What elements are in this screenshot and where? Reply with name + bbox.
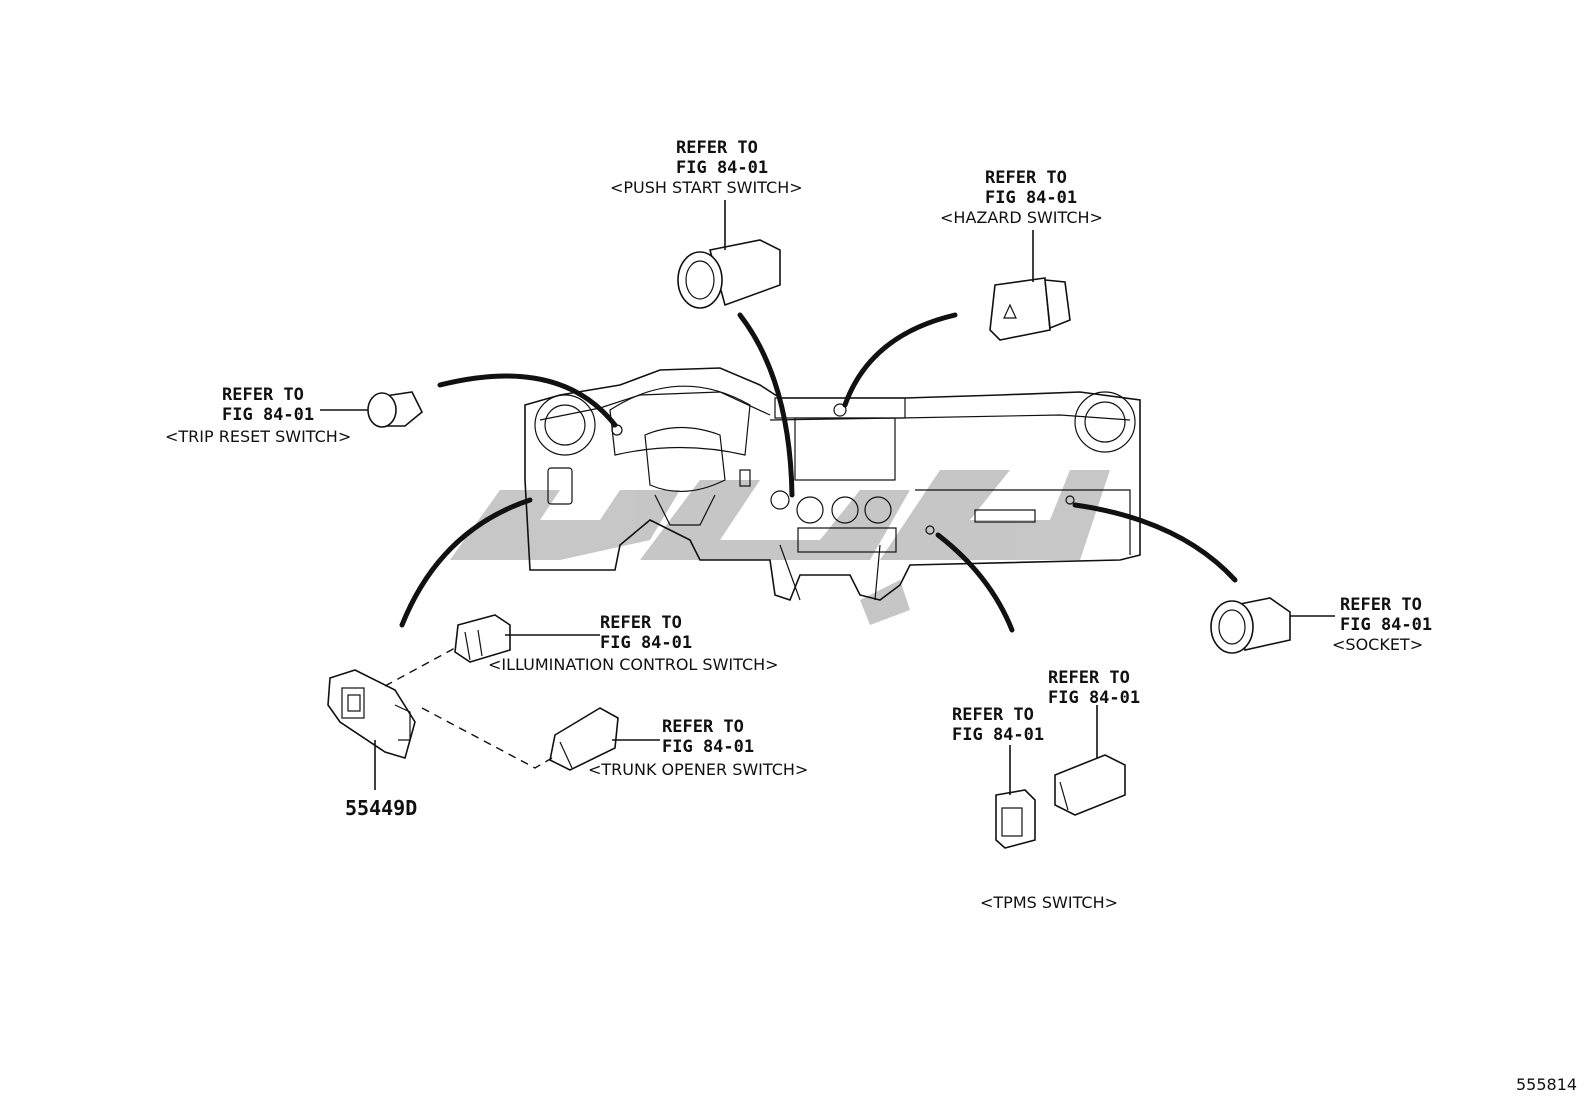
push-start-refer: REFER TO [676, 138, 758, 158]
socket-caption: <SOCKET> [1332, 635, 1423, 654]
illumination-dash-leader [384, 647, 456, 687]
trip-reset-refer: REFER TO [222, 385, 304, 405]
hazard-switch [989, 230, 1071, 341]
illumination-refer: REFER TO [600, 613, 682, 633]
tpms-caption: <TPMS SWITCH> [980, 893, 1118, 912]
trunk-opener-caption: <TRUNK OPENER SWITCH> [588, 760, 808, 779]
pointer-arc-socket [1072, 502, 1238, 583]
push-start-caption: <PUSH START SWITCH> [610, 178, 803, 197]
socket-callout: REFER TO FIG 84-01 <SOCKET> [1332, 595, 1432, 654]
pointer-arc-push [737, 312, 795, 498]
illumination-control-switch [454, 614, 600, 663]
switch-bracket [327, 669, 416, 790]
tpms-right-fig: FIG 84-01 [1048, 688, 1140, 708]
trip-reset-caption: <TRIP RESET SWITCH> [165, 427, 351, 446]
diagram-number: 555814 [1516, 1075, 1577, 1094]
trip-reset-switch [320, 391, 424, 428]
hazard-fig: FIG 84-01 [985, 188, 1077, 208]
trunk-opener-dash-leader [421, 707, 553, 769]
illumination-callout: REFER TO FIG 84-01 <ILLUMINATION CONTROL… [488, 613, 779, 674]
push-start-callout: REFER TO FIG 84-01 <PUSH START SWITCH> [610, 138, 803, 197]
push-start-switch [677, 200, 781, 309]
trunk-opener-fig: FIG 84-01 [662, 737, 754, 757]
part-number-label: 55449D [345, 796, 417, 820]
pointer-arc-tpms [935, 532, 1015, 633]
hazard-callout: REFER TO FIG 84-01 <HAZARD SWITCH> [940, 168, 1103, 227]
trunk-opener-refer: REFER TO [662, 717, 744, 737]
socket-refer: REFER TO [1340, 595, 1422, 615]
trip-reset-fig: FIG 84-01 [222, 405, 314, 425]
tpms-callout-left: REFER TO FIG 84-01 [952, 705, 1044, 745]
pointer-arc-hazard [842, 312, 958, 408]
tpms-callout-right: REFER TO FIG 84-01 [1048, 668, 1140, 708]
dashboard-assembly [524, 367, 1141, 601]
pointer-arc-trip [437, 373, 618, 428]
socket-fig: FIG 84-01 [1340, 615, 1432, 635]
hazard-refer: REFER TO [985, 168, 1067, 188]
trip-reset-callout: REFER TO FIG 84-01 <TRIP RESET SWITCH> [165, 385, 351, 446]
socket [1210, 597, 1335, 654]
hazard-caption: <HAZARD SWITCH> [940, 208, 1103, 227]
pointer-arc-left [399, 497, 533, 628]
illumination-fig: FIG 84-01 [600, 633, 692, 653]
tpms-left-fig: FIG 84-01 [952, 725, 1044, 745]
illumination-caption: <ILLUMINATION CONTROL SWITCH> [488, 655, 779, 674]
trunk-opener-switch [549, 707, 660, 771]
trunk-opener-callout: REFER TO FIG 84-01 <TRUNK OPENER SWITCH> [588, 717, 808, 779]
tpms-switch-left [995, 745, 1036, 849]
watermark-logo [450, 470, 1110, 625]
hazard-triangle-icon [1003, 303, 1017, 319]
push-start-fig: FIG 84-01 [676, 158, 768, 178]
tpms-switch-right [1054, 705, 1126, 816]
tpms-right-refer: REFER TO [1048, 668, 1130, 688]
tpms-left-refer: REFER TO [952, 705, 1034, 725]
